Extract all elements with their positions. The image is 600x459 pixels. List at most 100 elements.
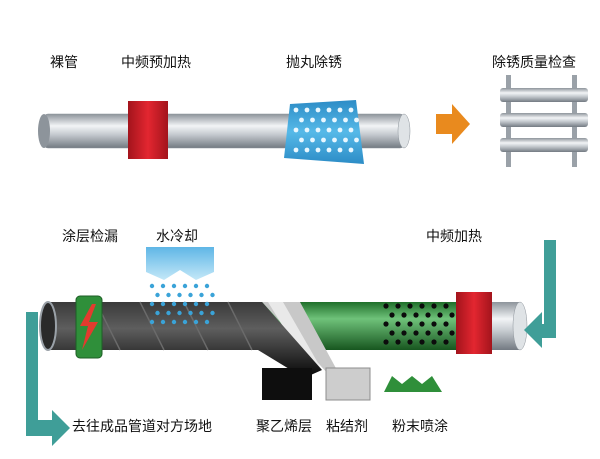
spray-dot — [413, 312, 419, 318]
spray-dot — [431, 321, 437, 327]
label-holiday-test: 涂层检漏 — [62, 229, 118, 245]
blast-dot — [299, 137, 304, 143]
water-drop — [171, 319, 177, 325]
blast-dot — [315, 147, 321, 153]
spray-dot — [425, 312, 431, 318]
water-cooler — [146, 247, 215, 325]
powder-tray-icon — [384, 376, 442, 392]
spray-dot — [389, 312, 395, 318]
spray-dot — [401, 330, 407, 336]
spray-dot — [383, 339, 389, 345]
spray-dot — [407, 303, 413, 309]
water-drop — [193, 301, 199, 307]
water-drop — [182, 301, 188, 307]
blast-dot — [310, 117, 315, 123]
spray-dot — [443, 339, 449, 345]
water-drop — [193, 283, 199, 289]
label-polyethylene: 聚乙烯层 — [256, 419, 312, 435]
water-drop — [210, 310, 215, 316]
spray-dot — [431, 339, 437, 345]
shot-blast-zone — [284, 100, 364, 164]
spray-dot — [407, 339, 413, 345]
spray-dot — [443, 321, 449, 327]
blast-dot — [354, 117, 359, 123]
blast-dot — [348, 147, 354, 153]
blast-dot — [293, 107, 299, 113]
spray-dot — [395, 303, 401, 309]
spray-dot — [419, 339, 425, 345]
label-mf-heat: 中频加热 — [426, 229, 482, 245]
label-bare-pipe: 裸管 — [50, 55, 78, 71]
water-drop — [160, 319, 166, 325]
water-drop — [166, 292, 171, 298]
water-drop — [177, 292, 182, 298]
blast-dot — [299, 117, 304, 123]
water-drop — [204, 301, 210, 307]
lightning-icon — [80, 304, 98, 350]
spray-dot — [419, 321, 425, 327]
blast-dot — [348, 127, 354, 133]
water-drop — [204, 319, 210, 325]
blast-dot — [304, 127, 310, 133]
blast-dot — [315, 127, 321, 133]
water-drop — [182, 283, 188, 289]
water-drop — [199, 310, 204, 316]
label-water-cool: 水冷却 — [156, 229, 198, 245]
water-drop — [160, 301, 166, 307]
spray-dot — [383, 303, 389, 309]
spray-dot — [443, 303, 449, 309]
blast-dot — [337, 127, 343, 133]
water-drop — [171, 283, 177, 289]
spray-dot — [389, 330, 395, 336]
spray-dot — [437, 330, 443, 336]
blast-dot — [321, 137, 326, 143]
water-drop — [155, 292, 160, 298]
water-drop — [210, 292, 215, 298]
blast-dot — [304, 107, 310, 113]
turn-arrow-icon — [26, 312, 70, 446]
spray-dot — [425, 330, 431, 336]
label-adhesive: 粘结剂 — [326, 419, 368, 435]
blast-dot — [337, 107, 343, 113]
spray-dot — [431, 303, 437, 309]
powder-spray-zone — [383, 303, 455, 345]
water-drop — [171, 301, 177, 307]
turn-arrow-icon — [524, 240, 556, 348]
label-powder-spray: 粉末喷涂 — [392, 419, 448, 435]
water-drop — [149, 319, 155, 325]
water-drop — [149, 301, 155, 307]
inspection-rack — [500, 75, 588, 167]
label-to-yard: 去往成品管道对方场地 — [72, 419, 212, 435]
water-drop — [193, 319, 199, 325]
blast-dot — [326, 147, 332, 153]
spray-dot — [449, 330, 455, 336]
water-drop — [149, 283, 155, 289]
blast-dot — [332, 117, 337, 123]
blast-dot — [354, 137, 359, 143]
water-drop — [160, 283, 166, 289]
water-drop — [166, 310, 171, 316]
polyethylene-block — [262, 368, 312, 400]
holiday-detector — [75, 295, 103, 359]
spray-dot — [407, 321, 413, 327]
water-drop — [155, 310, 160, 316]
spray-dot — [383, 321, 389, 327]
spray-dot — [419, 303, 425, 309]
blast-dot — [348, 107, 354, 113]
water-drop — [182, 319, 188, 325]
adhesive-block — [325, 367, 371, 401]
blast-dot — [310, 137, 315, 143]
spray-dot — [449, 312, 455, 318]
spray-dot — [401, 312, 407, 318]
blast-dot — [304, 147, 310, 153]
blast-dot — [321, 117, 326, 123]
spray-dot — [395, 321, 401, 327]
spray-dot — [437, 312, 443, 318]
spray-dot — [395, 339, 401, 345]
blast-dot — [337, 147, 343, 153]
blast-dot — [293, 127, 299, 133]
water-drop — [204, 283, 210, 289]
heater-coil — [456, 292, 492, 354]
